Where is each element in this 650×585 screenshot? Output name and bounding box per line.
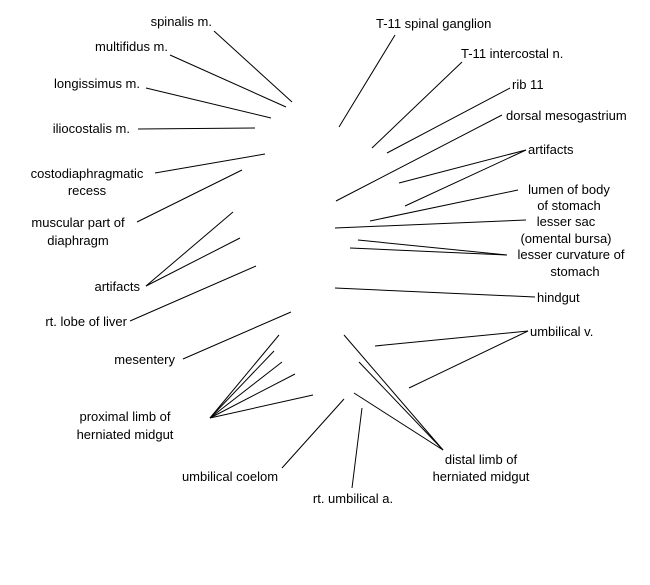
leader-proximal-3 bbox=[209, 361, 283, 419]
leader-costodiaphragmatic bbox=[154, 153, 266, 174]
leader-liver bbox=[129, 265, 257, 322]
label-mesogastrium: dorsal mesogastrium bbox=[506, 108, 627, 123]
label-ganglion: T-11 spinal ganglion bbox=[376, 16, 491, 31]
leader-distal-3 bbox=[353, 392, 444, 451]
leader-lines bbox=[129, 30, 536, 489]
labels-left: spinalis m. multifidus m. longissimus m.… bbox=[31, 14, 393, 506]
leader-multifidus bbox=[169, 54, 287, 108]
label-liver: rt. lobe of liver bbox=[45, 314, 127, 329]
leader-umbilical-v-2 bbox=[408, 330, 529, 389]
label-umbilical-v: umbilical v. bbox=[530, 324, 593, 339]
label-intercostal: T-11 intercostal n. bbox=[461, 46, 563, 61]
labels-right: T-11 spinal ganglion T-11 intercostal n.… bbox=[376, 16, 627, 484]
leader-curvature-2 bbox=[349, 247, 508, 256]
label-costodiaphragmatic-2: recess bbox=[68, 183, 107, 198]
label-lumen-2: of stomach bbox=[537, 198, 601, 213]
label-iliocostalis: iliocostalis m. bbox=[53, 121, 130, 136]
leader-intercostal bbox=[371, 61, 463, 149]
label-proximal-2: herniated midgut bbox=[77, 427, 174, 442]
label-curvature-2: stomach bbox=[550, 264, 599, 279]
label-multifidus: multifidus m. bbox=[95, 39, 168, 54]
leader-muscular bbox=[136, 169, 243, 223]
leader-proximal-4 bbox=[209, 373, 296, 419]
leader-proximal-5 bbox=[209, 394, 314, 419]
leader-mesentery bbox=[182, 311, 292, 360]
label-artifacts-right: artifacts bbox=[528, 142, 574, 157]
leader-distal-1 bbox=[343, 334, 444, 451]
leader-curvature-1 bbox=[357, 239, 508, 256]
label-longissimus: longissimus m. bbox=[54, 76, 140, 91]
label-mesentery: mesentery bbox=[114, 352, 175, 367]
leader-artifacts-left-1 bbox=[145, 211, 234, 287]
leader-artifacts-right-1 bbox=[398, 149, 527, 184]
label-lesser-sac-2: (omental bursa) bbox=[520, 231, 611, 246]
leader-artifacts-right-2 bbox=[404, 149, 527, 207]
label-proximal: proximal limb of bbox=[79, 409, 170, 424]
leader-spinalis bbox=[213, 30, 293, 103]
leader-umbilical-v-1 bbox=[374, 330, 529, 347]
label-hindgut: hindgut bbox=[537, 290, 580, 305]
label-spinalis: spinalis m. bbox=[151, 14, 212, 29]
label-muscular: muscular part of bbox=[31, 215, 125, 230]
label-umbilical-a: rt. umbilical a. bbox=[313, 491, 393, 506]
label-distal: distal limb of bbox=[445, 452, 518, 467]
leader-umbilical-a bbox=[351, 407, 363, 489]
leader-mesogastrium bbox=[335, 114, 503, 202]
leader-distal-2 bbox=[358, 361, 444, 451]
label-coelom: umbilical coelom bbox=[182, 469, 278, 484]
leader-hindgut bbox=[334, 287, 536, 298]
label-muscular-2: diaphragm bbox=[47, 233, 108, 248]
leader-coelom bbox=[281, 398, 345, 469]
leader-rib bbox=[386, 87, 511, 154]
label-lesser-sac: lesser sac bbox=[537, 214, 596, 229]
label-artifacts-left: artifacts bbox=[94, 279, 140, 294]
label-costodiaphragmatic: costodiaphragmatic bbox=[31, 166, 144, 181]
label-lumen: lumen of body bbox=[528, 182, 610, 197]
label-distal-2: herniated midgut bbox=[433, 469, 530, 484]
leader-longissimus bbox=[145, 87, 272, 119]
leader-artifacts-left-2 bbox=[145, 237, 241, 287]
leader-proximal-1 bbox=[209, 334, 280, 419]
label-rib: rib 11 bbox=[512, 77, 544, 92]
leader-lumen bbox=[369, 189, 519, 222]
leader-proximal-2 bbox=[209, 350, 275, 419]
leader-ganglion bbox=[338, 34, 396, 128]
leader-iliocostalis bbox=[137, 127, 256, 130]
leader-lesser-sac bbox=[334, 219, 527, 229]
label-curvature: lesser curvature of bbox=[518, 247, 625, 262]
